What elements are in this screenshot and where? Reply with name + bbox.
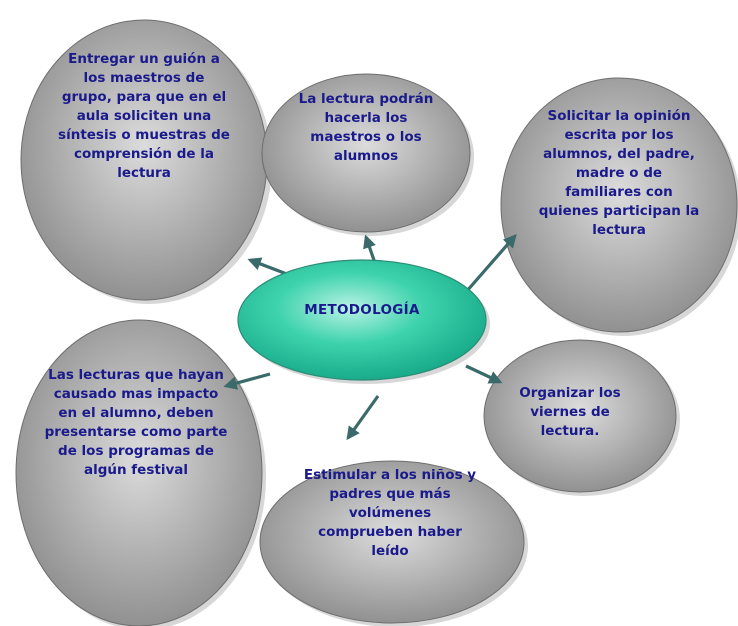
- node-text-lectura-podran: La lectura podrán hacerla los maestros o…: [298, 91, 434, 164]
- node-text-lecturas-impacto: Las lecturas que hayan causado mas impac…: [44, 367, 228, 478]
- bubble-opinion: [500, 77, 738, 333]
- arrow-to-lecturas-impacto: [223, 372, 271, 390]
- arrow-to-estimular: [346, 395, 380, 441]
- node-text-opinion: Solicitar la opinión escrita por los alu…: [538, 108, 700, 238]
- node-text-guion: Entregar un guión a los maestros de grup…: [58, 51, 230, 181]
- bubble-lecturas-impacto: [15, 319, 263, 626]
- bubble-lectura-podran: [261, 73, 471, 233]
- node-text-viernes: Organizar los viernes de lectura.: [519, 385, 621, 439]
- center-label: METODOLOGÍA: [304, 302, 420, 318]
- node-text-estimular: Estimular a los niños y padres que más v…: [303, 467, 477, 559]
- arrow-to-viernes: [465, 364, 503, 384]
- arrow-to-opinion: [464, 233, 517, 294]
- bubble-viernes: [483, 339, 677, 493]
- center-node: [237, 259, 487, 381]
- bubble-estimular: [259, 460, 525, 624]
